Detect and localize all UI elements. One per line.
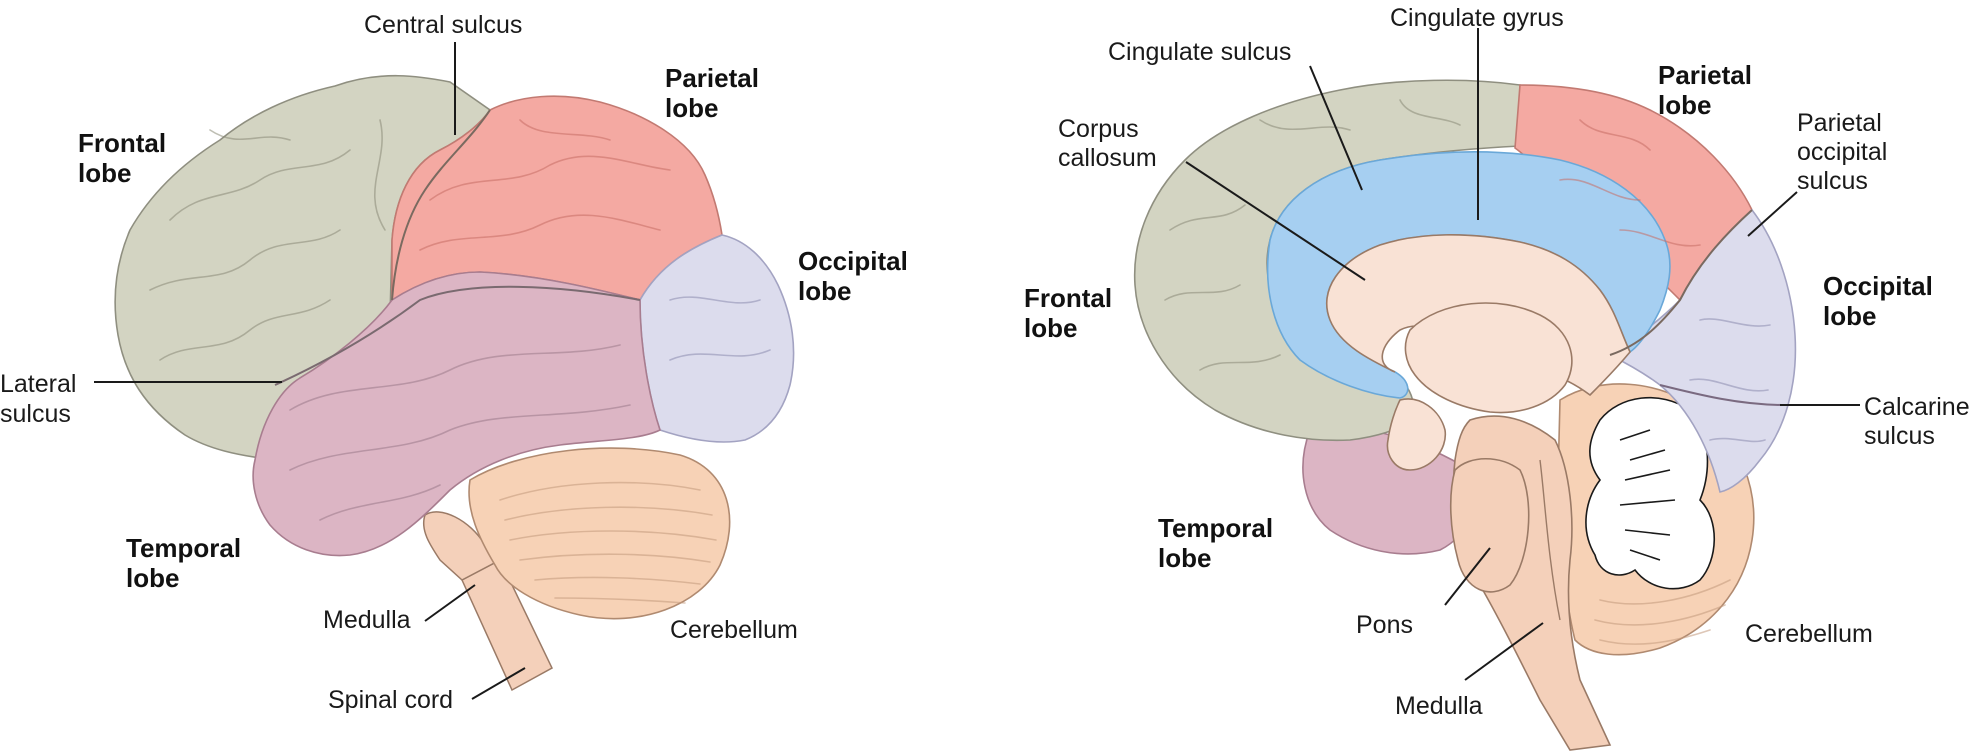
lateral-central-sulcus-groove bbox=[391, 109, 491, 301]
medial-cerebellum-folia bbox=[1594, 579, 1731, 645]
label-occipital-lobe-right: Occipital lobe bbox=[1823, 271, 1940, 331]
label-parietal-occipital-sulcus: Parietal occipital sulcus bbox=[1797, 109, 1894, 195]
leader-parietal-occipital-sulcus bbox=[1747, 191, 1798, 237]
medial-calcarine-groove bbox=[1659, 384, 1786, 406]
lateral-parietal-gyri bbox=[419, 119, 671, 251]
lateral-occipital-gyri bbox=[669, 296, 771, 361]
medial-occipital-gyri bbox=[1689, 318, 1771, 443]
medial-hypothalamus bbox=[1386, 398, 1447, 471]
leader-medulla-right bbox=[1464, 622, 1544, 681]
lateral-sylvian-fissure-groove bbox=[274, 285, 641, 386]
label-frontal-lobe-right: Frontal lobe bbox=[1024, 283, 1119, 343]
medial-parietal-gyri bbox=[1559, 119, 1701, 247]
label-cerebellum-right: Cerebellum bbox=[1745, 620, 1873, 648]
medial-arbor-vitae bbox=[1585, 396, 1716, 590]
label-occipital-lobe-left: Occipital lobe bbox=[798, 246, 915, 306]
medial-parieto-occipital-groove bbox=[1609, 209, 1753, 356]
label-medulla-right: Medulla bbox=[1395, 692, 1483, 720]
medial-thalamus bbox=[1404, 302, 1573, 414]
label-spinal-cord: Spinal cord bbox=[328, 686, 453, 714]
leader-medulla-left bbox=[424, 584, 476, 622]
lateral-temporal-gyri bbox=[289, 344, 631, 521]
label-temporal-lobe-left: Temporal lobe bbox=[126, 533, 248, 593]
label-cerebellum-left: Cerebellum bbox=[670, 616, 798, 644]
leader-corpus-callosum bbox=[1185, 161, 1366, 281]
medial-frontal-gyri bbox=[1164, 99, 1461, 371]
medial-view: Cingulate gyrus Cingulate sulcus Parieta… bbox=[1024, 4, 1977, 751]
label-parietal-lobe-right: Parietal lobe bbox=[1658, 60, 1759, 120]
leader-spinal-cord bbox=[471, 667, 526, 700]
lateral-cerebellum-folia bbox=[499, 481, 717, 604]
lateral-frontal-gyri bbox=[149, 119, 386, 361]
label-medulla-left: Medulla bbox=[323, 606, 411, 634]
label-calcarine-sulcus: Calcarine sulcus bbox=[1864, 393, 1977, 450]
medial-fourth-ventricle bbox=[1539, 459, 1561, 621]
label-pons: Pons bbox=[1356, 611, 1413, 639]
label-temporal-lobe-right: Temporal lobe bbox=[1158, 513, 1280, 573]
label-lateral-sulcus: Lateral sulcus bbox=[0, 370, 83, 428]
leader-pons bbox=[1444, 547, 1491, 606]
label-central-sulcus: Central sulcus bbox=[364, 11, 522, 39]
label-corpus-callosum: Corpus callosum bbox=[1058, 115, 1157, 172]
lateral-view: Central sulcus Parietal lobe Frontal lob… bbox=[0, 11, 915, 714]
label-frontal-lobe-left: Frontal lobe bbox=[78, 128, 173, 188]
label-cingulate-sulcus: Cingulate sulcus bbox=[1108, 38, 1291, 66]
label-cingulate-gyrus: Cingulate gyrus bbox=[1390, 4, 1564, 32]
label-parietal-lobe-left: Parietal lobe bbox=[665, 63, 766, 123]
medial-pons-bulge bbox=[1449, 458, 1530, 593]
leader-cingulate-sulcus bbox=[1309, 65, 1363, 191]
